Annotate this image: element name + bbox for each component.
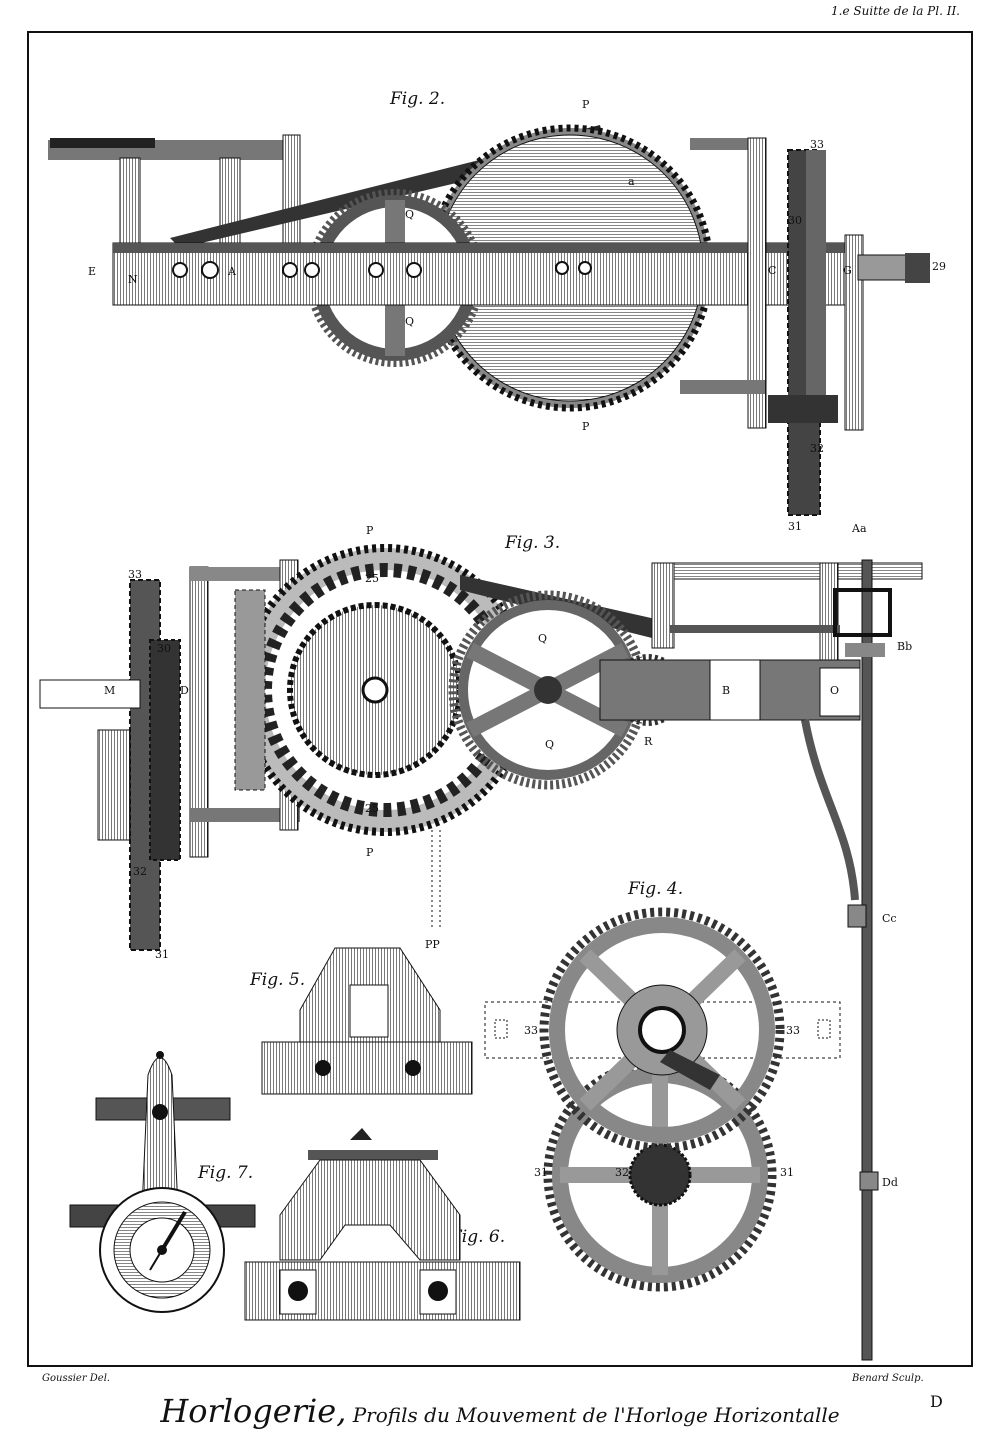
fig6-title: Fig. 6. [449, 1227, 505, 1247]
figure-4: Fig. 4. 33 33 31 31 32 [484, 879, 841, 1292]
fig2-main-plate [112, 242, 859, 306]
fig2-labels: P P Q Q a E N A C G 29 30 33 32 31 [88, 98, 946, 533]
fig2-right-frame [690, 138, 765, 150]
part-label: 32 [133, 865, 147, 878]
fig3-title: Fig. 3. [504, 533, 560, 553]
part-label: 32 [810, 442, 824, 455]
part-label: M [104, 684, 115, 697]
part-label: 31 [155, 948, 169, 961]
part-label: 25 [365, 802, 379, 815]
figure-5: Fig. 5. [249, 947, 473, 1095]
part-label: Bb [897, 640, 912, 653]
part-label: PP [425, 938, 440, 951]
part-label: P [366, 846, 374, 859]
part-label: 33 [786, 1024, 800, 1037]
part-label: P [582, 98, 590, 111]
part-label: Dd [882, 1176, 898, 1189]
figure-2: Fig. 2. [48, 89, 946, 533]
draughtsman-credit: Goussier Del. [42, 1373, 111, 1384]
fig3-right-frame [651, 562, 923, 580]
fig3-pendulum-rod [861, 559, 873, 1361]
engraver-credit: Benard Sculp. [852, 1373, 924, 1384]
part-label: 31 [780, 1166, 794, 1179]
fig4-labels: 33 33 31 31 32 [524, 1024, 800, 1179]
figure-6: Fig. 6. [244, 1128, 521, 1321]
fig7-title: Fig. 7. [197, 1163, 253, 1183]
fig4-wheel-33 [539, 907, 785, 1153]
part-label: 25 [365, 572, 379, 585]
fig2-pillar [282, 134, 301, 244]
part-label: Aa [851, 522, 867, 535]
fig6-bracket [279, 1159, 461, 1261]
part-label: Cc [882, 912, 897, 925]
plate-title: Horlogerie, Profils du Mouvement de l'Ho… [0, 1392, 1000, 1430]
fig7-pointer-arm [141, 1057, 179, 1211]
fig3-labels: P P PP Q Q R B O M D 33 30 32 31 25 25 A… [104, 522, 912, 1189]
part-label: 33 [524, 1024, 538, 1037]
part-label: C [768, 264, 776, 277]
fig2-title: Fig. 2. [389, 89, 445, 109]
fig2-pillar [119, 157, 141, 244]
part-label: N [128, 273, 138, 286]
fig5-base [261, 1041, 473, 1095]
part-label: 31 [534, 1166, 548, 1179]
part-label: Q [405, 315, 414, 328]
figure-7: Fig. 7. [69, 1051, 256, 1313]
part-label: E [88, 265, 96, 278]
part-label: A [227, 265, 237, 278]
plate-border [27, 31, 973, 1367]
part-label: 30 [157, 642, 171, 655]
part-label: 29 [932, 260, 946, 273]
part-label: Q [545, 738, 554, 751]
part-label: P [582, 420, 590, 433]
part-label: Q [405, 208, 414, 221]
part-label: 33 [810, 138, 824, 151]
title-main: Horlogerie, [160, 1392, 347, 1430]
part-label: a [628, 175, 635, 188]
part-label: D [180, 684, 189, 697]
part-label: 30 [788, 214, 802, 227]
figure-3: Fig. 3. [39, 522, 923, 1361]
part-label: R [644, 735, 653, 748]
fig4-title: Fig. 4. [627, 879, 683, 899]
part-label: B [722, 684, 730, 697]
part-label: G [843, 264, 852, 277]
plate-reference: 1.e Suitte de la Pl. II. [831, 4, 960, 18]
part-label: O [830, 684, 839, 697]
part-label: P [366, 524, 374, 537]
part-label: 32 [615, 1166, 629, 1179]
title-sub: Profils du Mouvement de l'Horloge Horizo… [352, 1403, 840, 1427]
part-label: 33 [128, 568, 142, 581]
part-label: Q [538, 632, 547, 645]
fig5-title: Fig. 5. [249, 970, 305, 990]
plate-letter: D [930, 1392, 943, 1411]
part-label: 31 [788, 520, 802, 533]
